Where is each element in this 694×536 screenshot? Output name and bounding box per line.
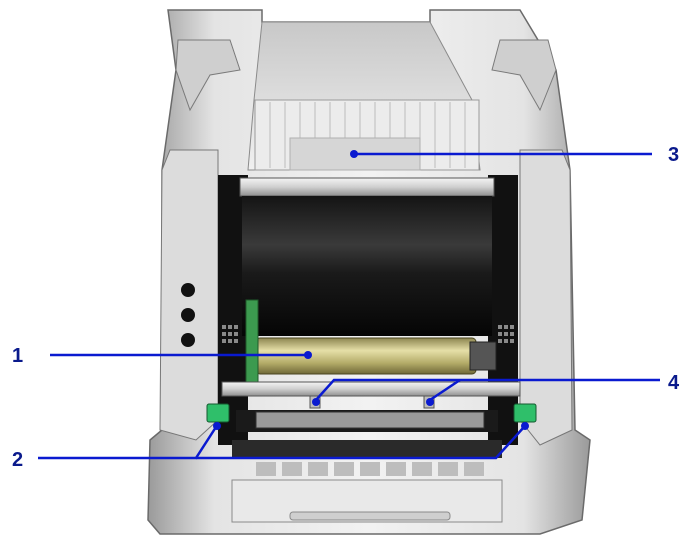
callout-2-pointer-left	[213, 422, 221, 430]
callout-4-label: 4	[668, 372, 680, 394]
latch-left	[206, 403, 230, 423]
printer-front	[231, 440, 503, 523]
callout-3-pointer	[350, 150, 358, 158]
callout-3-label: 3	[668, 144, 679, 166]
callout-4: 4	[312, 372, 680, 406]
callout-4-pointer-b	[426, 398, 434, 406]
callout-4-pointer-a	[312, 398, 320, 406]
callout-2-pointer-right	[521, 422, 529, 430]
callout-1-pointer	[304, 351, 312, 359]
callout-3: 3	[350, 144, 679, 166]
latch-right	[513, 403, 537, 423]
callout-1: 1	[12, 345, 312, 367]
callout-2: 2	[12, 422, 529, 471]
callout-2-label: 2	[12, 449, 23, 471]
callout-1-label: 1	[12, 345, 23, 367]
